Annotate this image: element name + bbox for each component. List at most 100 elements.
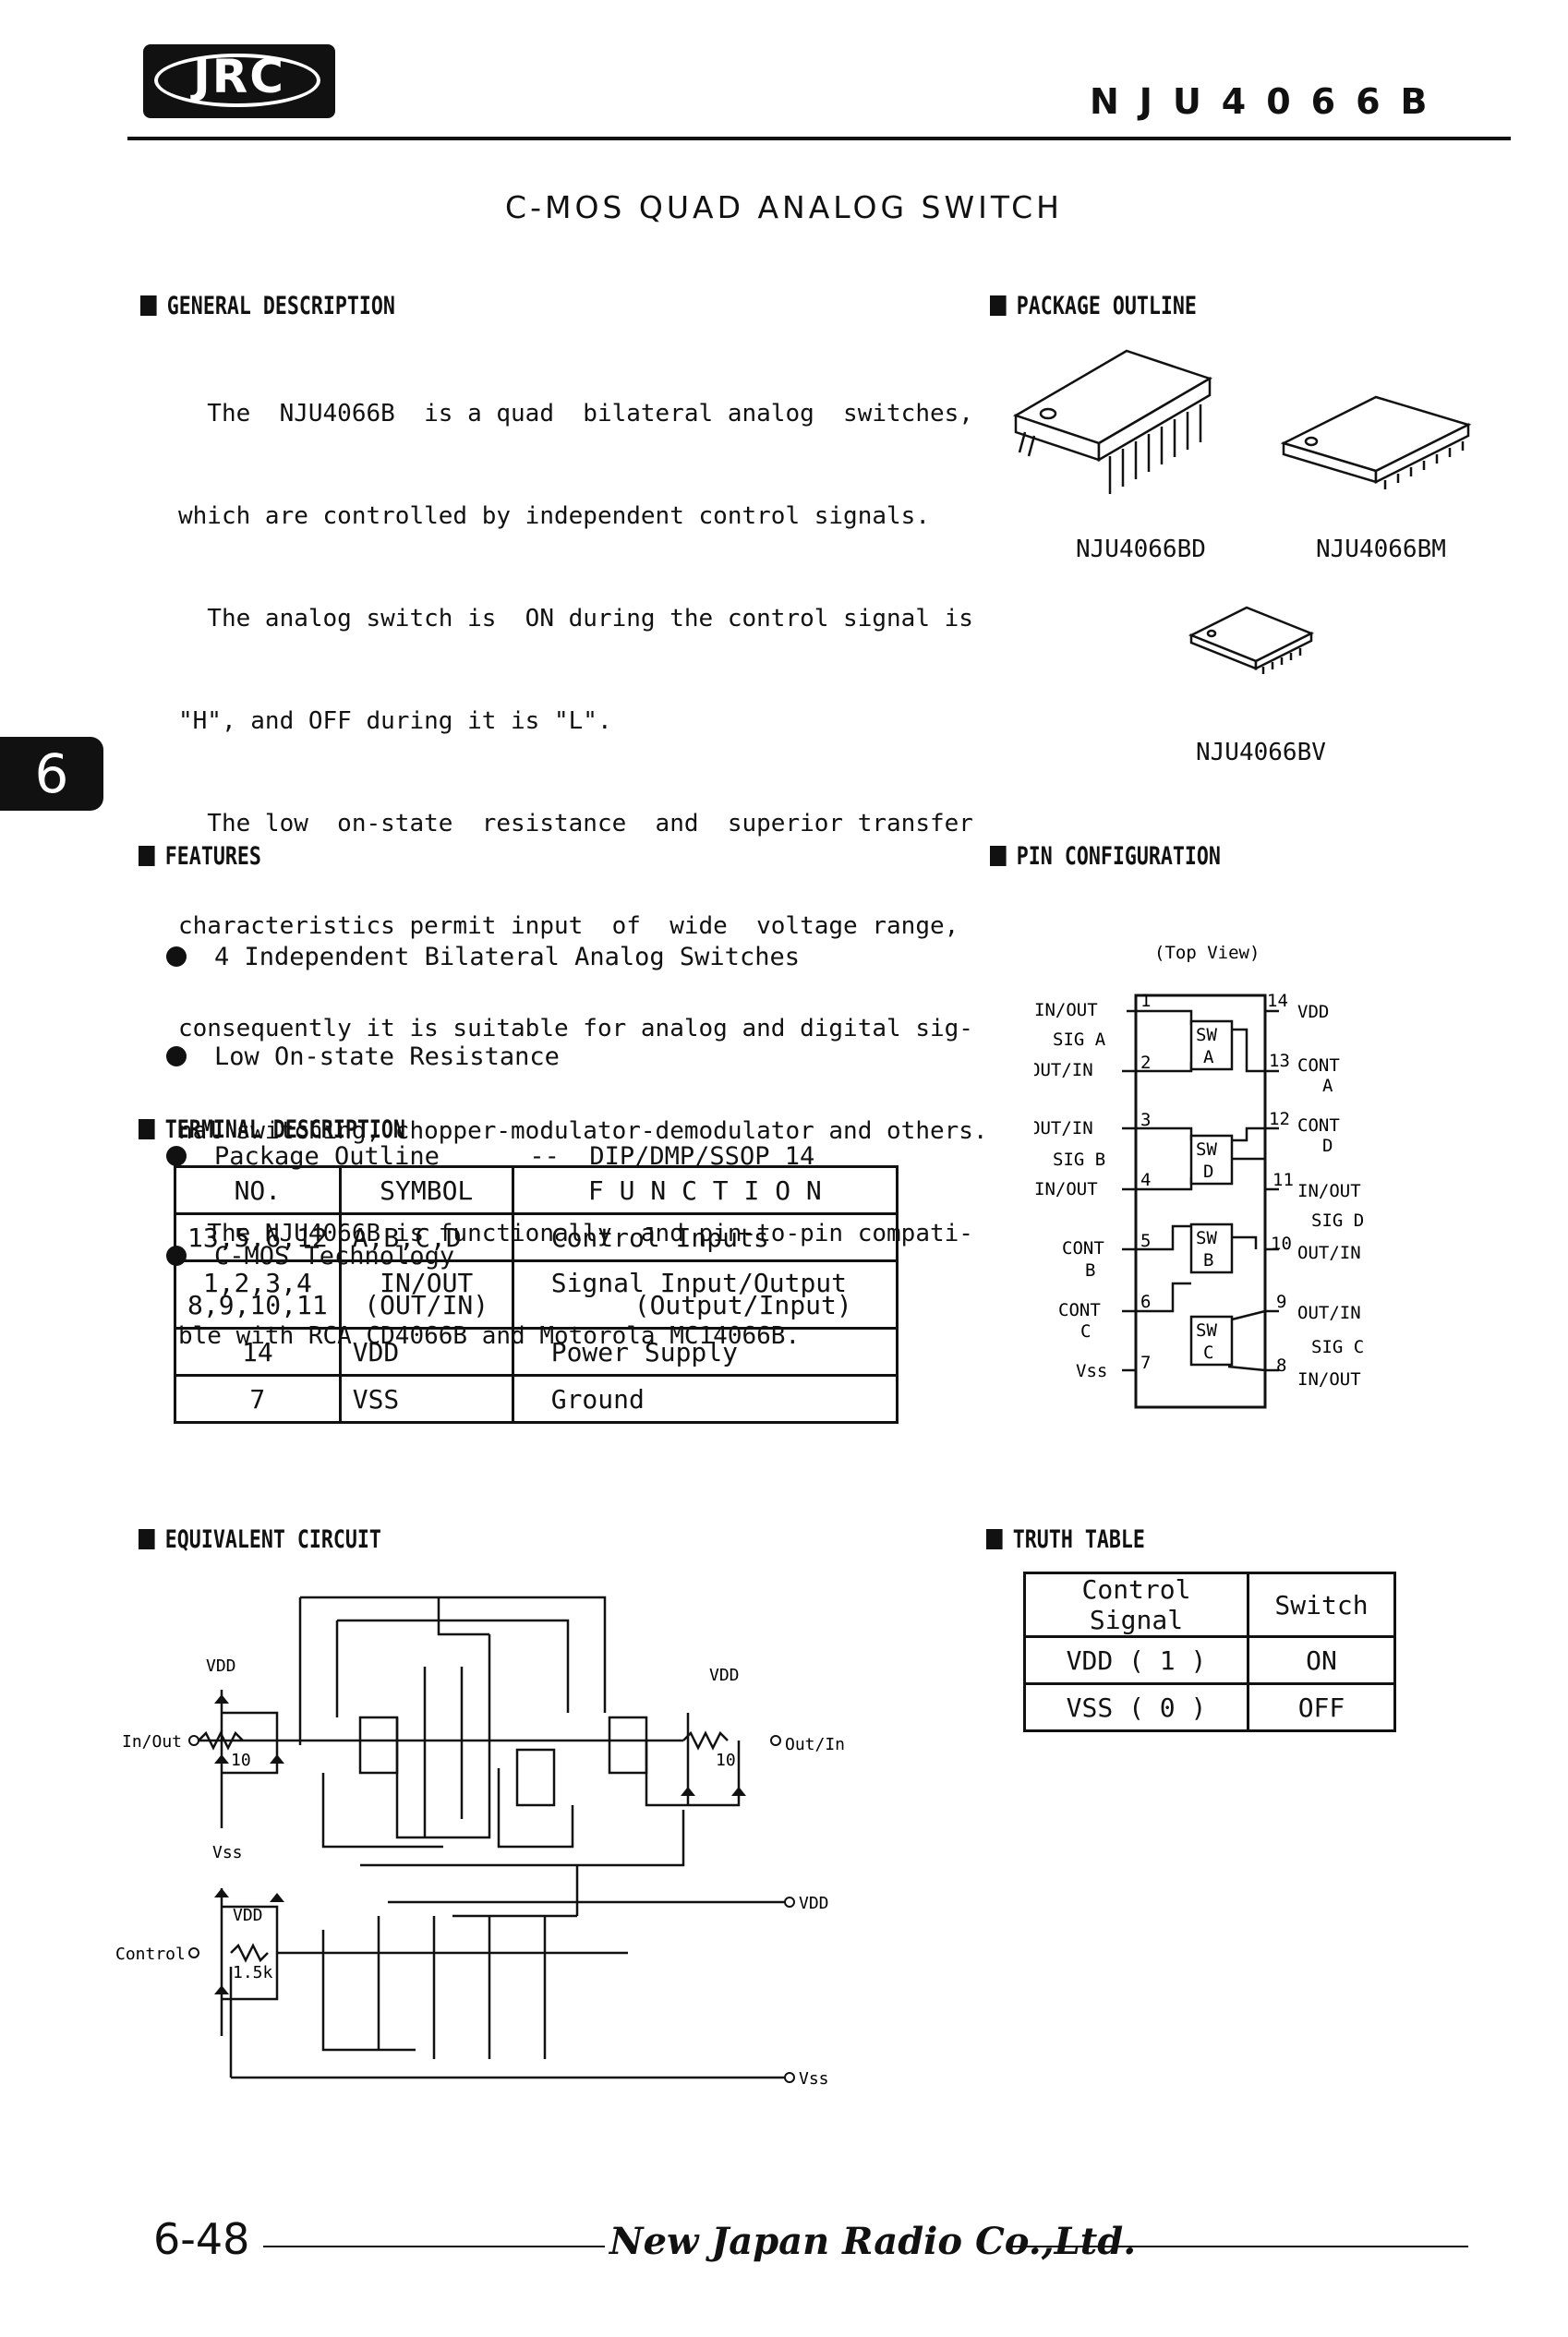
desc-line: nal switching, chopper-modulator-demodul… [178, 1117, 988, 1145]
table-row: VSS ( 0 ) OFF [1023, 1682, 1396, 1732]
svg-text:SIG C: SIG C [1311, 1337, 1364, 1357]
bullet-square-icon [140, 295, 157, 316]
svg-text:VDD: VDD [206, 1656, 236, 1676]
svg-text:Out/In: Out/In [785, 1735, 845, 1754]
svg-text:OUT/IN: OUT/IN [1297, 1243, 1361, 1263]
truth-table: Control Signal Switch VDD ( 1 ) ON VSS (… [1023, 1572, 1396, 1732]
table-cell: Control Inputs [511, 1212, 899, 1262]
svg-text:IN/OUT: IN/OUT [1297, 1369, 1361, 1390]
truth-table-heading: TRUTH TABLE [986, 1525, 1145, 1554]
svg-text:SIG B: SIG B [1053, 1150, 1105, 1170]
bullet-square-icon [990, 846, 1007, 866]
svg-text:SW: SW [1196, 1228, 1217, 1248]
table-header-row: NO. SYMBOL F U N C T I O N [174, 1165, 899, 1215]
svg-text:10: 10 [231, 1751, 251, 1770]
svg-text:OUT/IN: OUT/IN [1297, 1303, 1361, 1323]
table-cell: ON [1247, 1635, 1396, 1685]
chapter-tab: 6 [0, 737, 103, 811]
left-pin-labels: IN/OUT 1 SIG A OUT/IN 2 OUT/IN 3 SIG B I… [1034, 991, 1151, 1381]
svg-text:SIG A: SIG A [1053, 1030, 1106, 1050]
svg-text:In/Out: In/Out [122, 1732, 182, 1752]
pin-configuration-diagram: (Top View) SW A SW D [1034, 943, 1364, 1409]
pin-configuration-heading: PIN CONFIGURATION [990, 842, 1221, 871]
svg-text:1.5k: 1.5k [233, 1963, 273, 1982]
bullet-square-icon [139, 1529, 155, 1549]
jrc-logo: JRC [143, 44, 335, 118]
circuit-labels: VDD Vss In/Out Out/In VDD 10 10 VDD Cont… [115, 1656, 845, 2089]
table-cell: Ground [511, 1374, 899, 1424]
svg-text:CONT: CONT [1297, 1055, 1340, 1076]
list-item: Low On-state Resistance [166, 1041, 814, 1074]
diode-icons [214, 1694, 746, 1994]
ssop-package-icon [1188, 606, 1315, 674]
svg-text:5: 5 [1140, 1231, 1151, 1251]
package-label-dip: NJU4066BD [1076, 536, 1206, 563]
top-view-label: (Top View) [1154, 943, 1260, 963]
svg-text:VDD: VDD [799, 1894, 829, 1913]
desc-line: The NJU4066B is a quad bilateral analog … [178, 400, 973, 428]
footer-rule-left [263, 2246, 605, 2247]
svg-text:SIG D: SIG D [1311, 1211, 1364, 1231]
general-description-heading: GENERAL DESCRIPTION [140, 292, 395, 320]
svg-text:C: C [1203, 1343, 1213, 1363]
table-cell: 14 [174, 1327, 342, 1377]
svg-text:VDD: VDD [233, 1906, 263, 1925]
table-header-row: Control Signal Switch [1023, 1572, 1396, 1638]
bullet-dot-icon [166, 1146, 187, 1166]
svg-text:OUT/IN: OUT/IN [1034, 1060, 1093, 1080]
svg-text:SW: SW [1196, 1139, 1217, 1160]
table-cell: VSS ( 0 ) [1023, 1682, 1249, 1732]
table-cell: Power Supply [511, 1327, 899, 1377]
company-name: New Japan Radio Co.,Ltd. [609, 2220, 1137, 2263]
svg-text:B: B [1085, 1260, 1095, 1281]
svg-text:12: 12 [1269, 1109, 1290, 1129]
svg-text:6: 6 [1140, 1292, 1151, 1312]
svg-text:B: B [1203, 1250, 1213, 1271]
svg-text:CONT: CONT [1297, 1115, 1340, 1136]
svg-text:IN/OUT: IN/OUT [1034, 1000, 1098, 1020]
svg-text:VDD: VDD [1297, 1002, 1329, 1022]
svg-text:SW: SW [1196, 1025, 1217, 1045]
svg-text:Vss: Vss [799, 2069, 829, 2089]
part-number: NJU4066B [1090, 81, 1448, 122]
logo-text: JRC [193, 50, 285, 103]
table-cell: 13,5,6,12 [174, 1212, 342, 1262]
terminal-icons [188, 1735, 795, 2083]
desc-line: The low on-state resistance and superior… [178, 810, 973, 837]
terminal-description-table: NO. SYMBOL F U N C T I O N 13,5,6,12 A,B… [174, 1165, 899, 1424]
table-cell: VSS [338, 1374, 514, 1424]
package-drawings [1012, 349, 1472, 674]
svg-text:IN/OUT: IN/OUT [1297, 1181, 1361, 1201]
equivalent-circuit-heading: EQUIVALENT CIRCUIT [139, 1525, 381, 1554]
svg-text:CONT: CONT [1058, 1300, 1101, 1320]
switch-b: SW B [1189, 1223, 1234, 1274]
table-cell: A,B,C,D [338, 1212, 514, 1262]
desc-line: consequently it is suitable for analog a… [178, 1015, 973, 1042]
svg-text:3: 3 [1140, 1110, 1151, 1130]
table-cell: VDD [338, 1327, 514, 1377]
footer-rule-right [1007, 2246, 1468, 2247]
svg-text:CONT: CONT [1062, 1238, 1104, 1259]
svg-text:D: D [1322, 1136, 1333, 1156]
table-cell: IN/OUT(OUT/IN) [338, 1259, 514, 1330]
desc-line: "H", and OFF during it is "L". [178, 707, 612, 735]
svg-text:8: 8 [1276, 1355, 1286, 1376]
svg-text:OUT/IN: OUT/IN [1034, 1118, 1093, 1138]
table-row: 13,5,6,12 A,B,C,D Control Inputs [174, 1212, 899, 1262]
svg-text:2: 2 [1140, 1053, 1151, 1073]
list-item: 4 Independent Bilateral Analog Switches [166, 941, 814, 974]
equivalent-circuit-diagram: VDD Vss In/Out Out/In VDD 10 10 VDD Cont… [115, 1596, 845, 2089]
dmp-package-icon [1280, 395, 1472, 489]
table-header: NO. [174, 1165, 342, 1215]
svg-text:Vss: Vss [1076, 1361, 1107, 1381]
svg-text:VDD: VDD [709, 1666, 740, 1685]
header-rule [127, 137, 1511, 140]
svg-text:13: 13 [1269, 1051, 1290, 1071]
svg-text:1: 1 [1140, 991, 1151, 1011]
bullet-square-icon [986, 1529, 1003, 1549]
table-row: 7 VSS Ground [174, 1374, 899, 1424]
svg-text:11: 11 [1272, 1170, 1294, 1190]
table-cell: Signal Input/Output(Output/Input) [511, 1259, 899, 1330]
circuit-wires [198, 1596, 785, 2079]
